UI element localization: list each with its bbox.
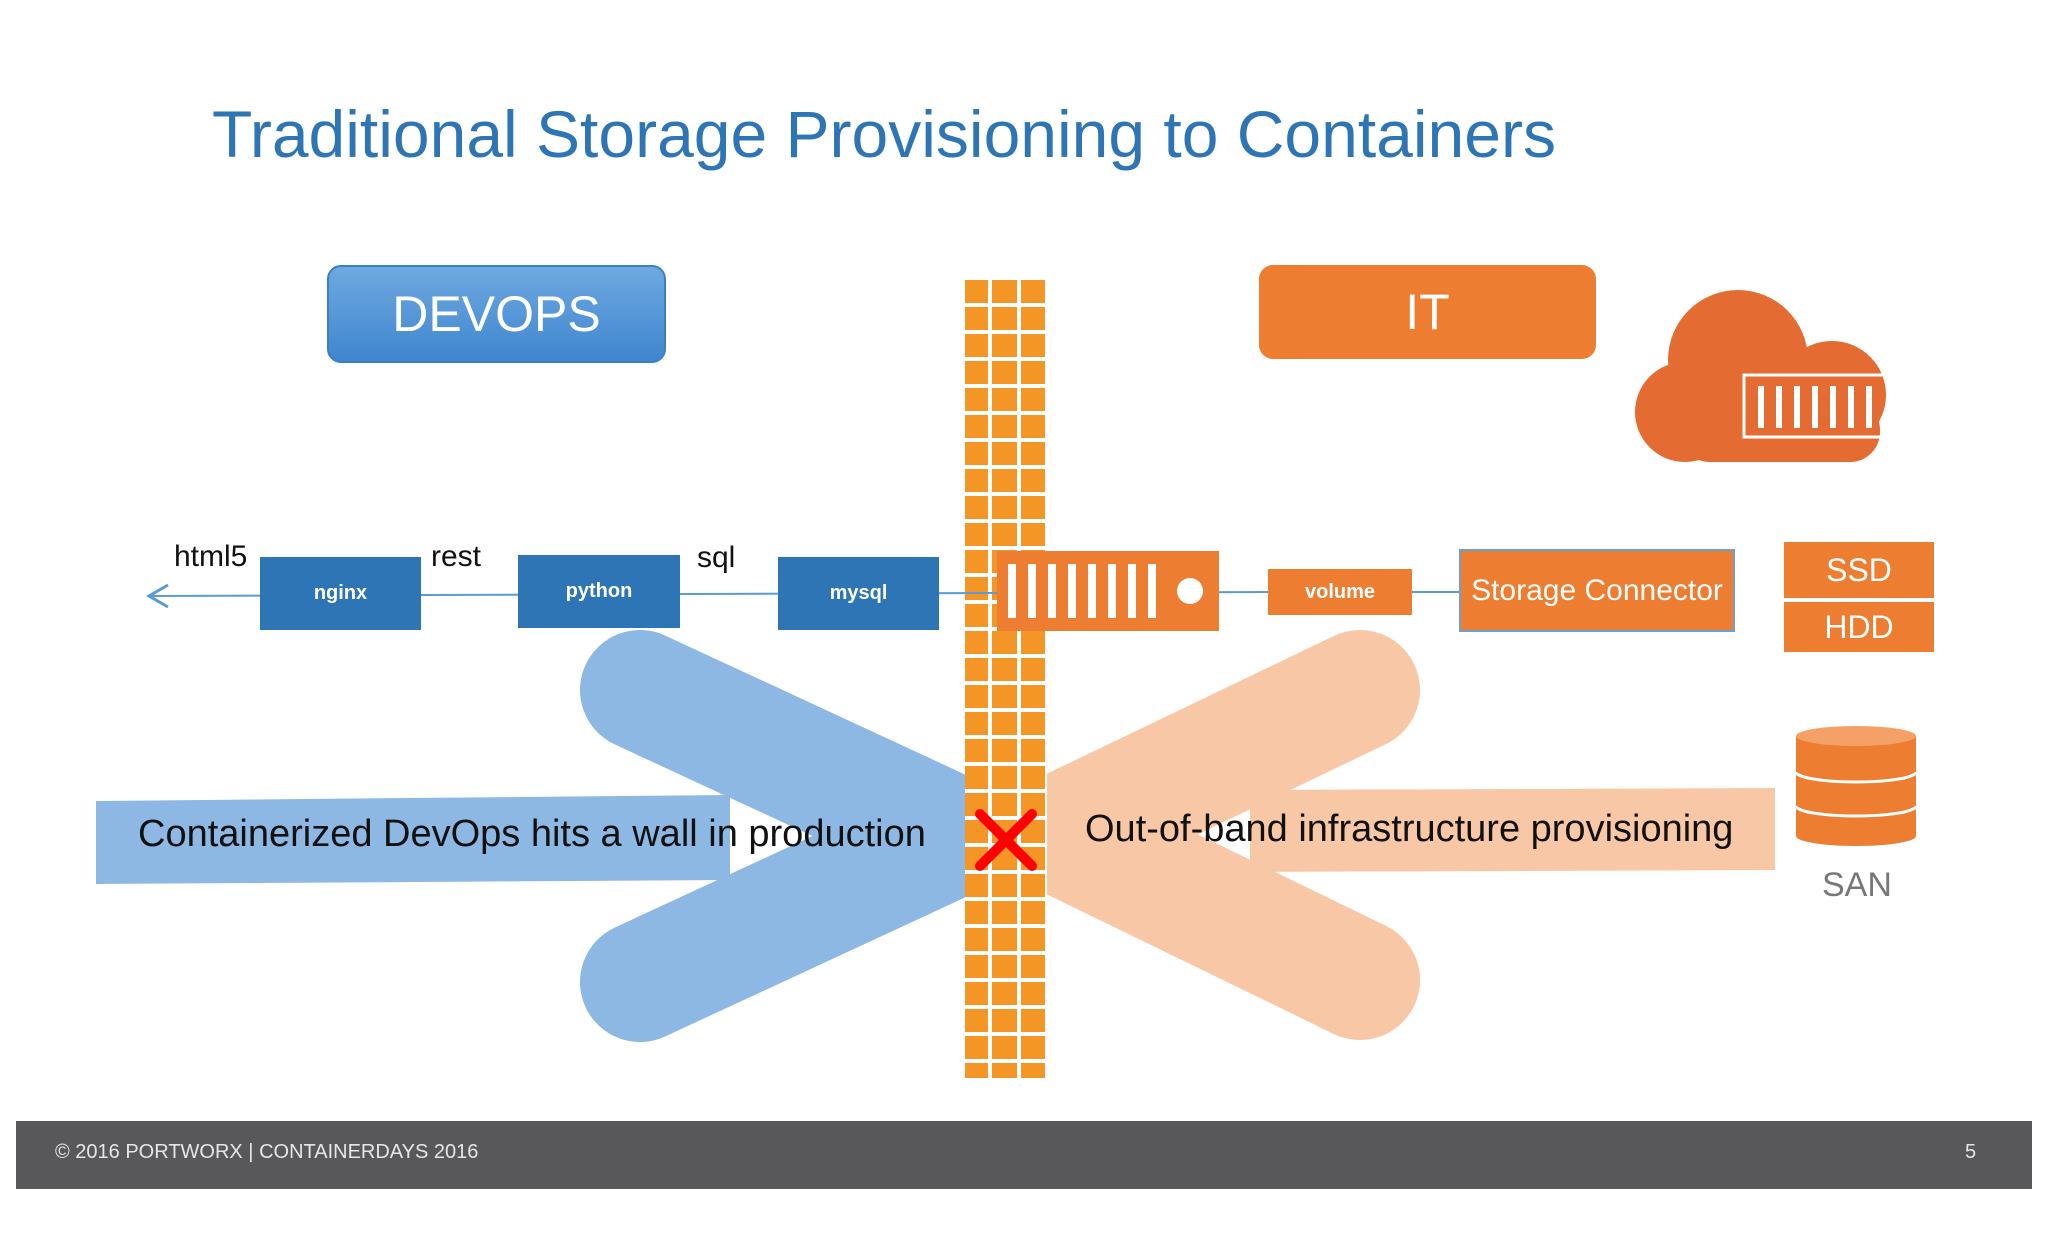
brick-wall xyxy=(965,278,1047,1078)
devops-label: DEVOPS xyxy=(327,265,666,363)
page-number: 5 xyxy=(1965,1141,1977,1163)
devops-arrow-text: Containerized DevOps hits a wall in prod… xyxy=(138,813,926,855)
cloud-storage-icon xyxy=(1635,290,1928,462)
rest-label: rest xyxy=(431,540,482,573)
ssd-box: SSD xyxy=(1784,542,1934,598)
devops-arrow xyxy=(96,630,1015,1042)
footer-bar xyxy=(16,1121,2032,1189)
it-label: IT xyxy=(1259,265,1596,359)
arrowhead-icon xyxy=(146,583,169,609)
san-label: SAN xyxy=(1822,866,1892,904)
sql-label: sql xyxy=(697,541,736,574)
hdd-box: HDD xyxy=(1784,602,1934,652)
san-database-icon xyxy=(1794,726,1918,846)
it-arrow-text: Out-of-band infrastructure provisioning xyxy=(1085,808,1734,850)
it-arrow xyxy=(1000,630,1775,1040)
storage-connector-box: Storage Connector xyxy=(1459,549,1735,632)
storage-server-icon xyxy=(997,551,1219,631)
volume-box: volume xyxy=(1268,569,1412,615)
nginx-box: nginx xyxy=(260,557,421,630)
footer-copyright: © 2016 PORTWORX | CONTAINERDAYS 2016 xyxy=(55,1141,479,1163)
blocked-x-icon xyxy=(975,809,1037,871)
slide-title: Traditional Storage Provisioning to Cont… xyxy=(212,97,1556,171)
mysql-box: mysql xyxy=(778,557,939,630)
python-box: python xyxy=(518,555,680,628)
html5-label: html5 xyxy=(174,540,248,573)
